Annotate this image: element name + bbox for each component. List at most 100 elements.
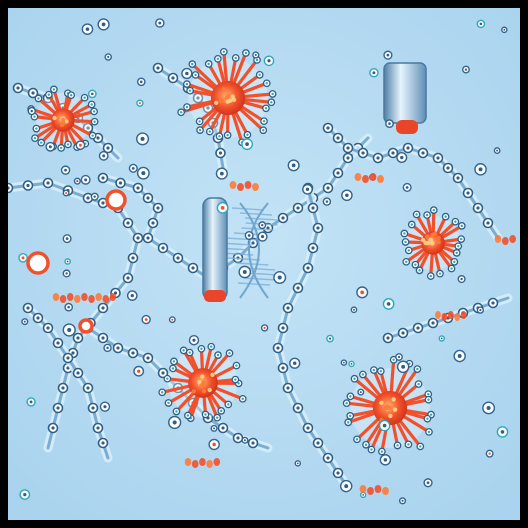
molecule-bead (147, 217, 159, 229)
red-squiggle (354, 173, 384, 183)
loose-bead (26, 397, 36, 407)
loose-bead (19, 489, 31, 500)
molecule-bead (22, 302, 34, 314)
molecule-bead (452, 172, 464, 184)
loose-bead (98, 150, 109, 161)
molecule-bead (332, 167, 344, 179)
loose-bead (136, 99, 144, 107)
molecule-bead (127, 252, 139, 264)
molecule-bead (22, 180, 34, 191)
loose-bead (350, 306, 358, 314)
loose-bead (326, 334, 334, 343)
molecule-bead (432, 152, 444, 164)
loose-bead (257, 231, 268, 242)
molecule-bead (97, 302, 109, 314)
molecule-bead (427, 317, 439, 329)
molecule-bead (152, 202, 164, 214)
loose-bead (287, 159, 300, 172)
cylinder-tube (383, 62, 427, 134)
molecule-bead (342, 152, 354, 164)
molecule-bead (62, 352, 74, 364)
molecule-bead (272, 342, 284, 354)
loose-bead (395, 353, 403, 361)
loose-bead (81, 23, 94, 35)
molecule-bead (387, 147, 399, 159)
loose-bead (385, 119, 394, 129)
molecule-bead (282, 302, 294, 314)
molecule-bead (132, 182, 144, 194)
molecule-bead (42, 177, 54, 189)
red-squiggle (52, 293, 117, 303)
molecule-bead (342, 142, 354, 154)
molecule-bead (282, 382, 294, 394)
molecule-bead (87, 402, 99, 414)
loose-bead (396, 151, 408, 164)
loose-bead (181, 67, 193, 80)
loose-bead (402, 182, 412, 193)
molecule-bead (52, 402, 64, 414)
loose-bead (136, 77, 146, 87)
molecule-bead (97, 172, 109, 184)
molecule-bead (277, 362, 289, 374)
loose-bead (141, 314, 151, 325)
molecule-bead (187, 262, 199, 274)
loose-bead (341, 189, 353, 202)
loose-bead (260, 324, 269, 332)
virus-particle (177, 47, 277, 147)
loose-bead (62, 323, 76, 337)
loose-bead (210, 424, 218, 432)
molecule-bead (292, 402, 304, 414)
loose-bead (73, 177, 81, 185)
loose-bead (302, 183, 313, 195)
molecule-bead (42, 322, 54, 334)
loose-bead (258, 221, 267, 230)
molecule-bead (307, 202, 319, 214)
molecule-bead (312, 222, 324, 234)
molecule-bead (215, 147, 226, 159)
red-squiggle (435, 311, 467, 321)
red-squiggle-marks (52, 173, 516, 495)
loose-bead (99, 401, 111, 412)
loose-bead (398, 497, 407, 505)
loose-bead (62, 189, 70, 197)
molecule-bead (142, 352, 154, 364)
molecular-illustration (8, 8, 520, 520)
molecule-bead (167, 72, 179, 84)
molecule-bead (12, 82, 24, 94)
loose-bead (18, 253, 28, 263)
molecule-bead (122, 272, 134, 284)
molecule-bead (302, 262, 314, 274)
loose-bead (241, 138, 254, 151)
loose-bead (340, 359, 348, 366)
molecule-bead (157, 242, 169, 254)
loose-bead (378, 419, 391, 432)
molecule-bead (277, 322, 289, 334)
molecule-bead (27, 87, 39, 99)
loose-bead (168, 316, 176, 324)
loose-bead (359, 491, 367, 499)
loose-bead (133, 365, 145, 377)
molecule-bead (312, 437, 324, 449)
molecular-chain-network (8, 62, 513, 493)
loose-bead (27, 106, 36, 116)
loose-bead (501, 26, 508, 34)
virus-particle (27, 85, 99, 152)
molecule-bead (357, 147, 369, 159)
molecule-bead (32, 312, 44, 324)
loose-bead (87, 89, 97, 99)
loose-bead (90, 192, 99, 201)
loose-bead (104, 53, 113, 61)
molecule-bead (487, 297, 499, 309)
loose-bead (97, 18, 110, 31)
loose-bead (423, 478, 433, 488)
loose-bead (496, 426, 509, 438)
loose-bead (103, 343, 112, 353)
molecule-bead (102, 142, 114, 154)
molecule-bead (152, 62, 164, 74)
molecule-bead (57, 382, 69, 394)
molecule-bead (97, 332, 109, 344)
bead-cluster (18, 18, 509, 505)
red-squiggle (494, 235, 516, 245)
loose-bead (126, 290, 138, 301)
molecule-bead (482, 217, 494, 229)
